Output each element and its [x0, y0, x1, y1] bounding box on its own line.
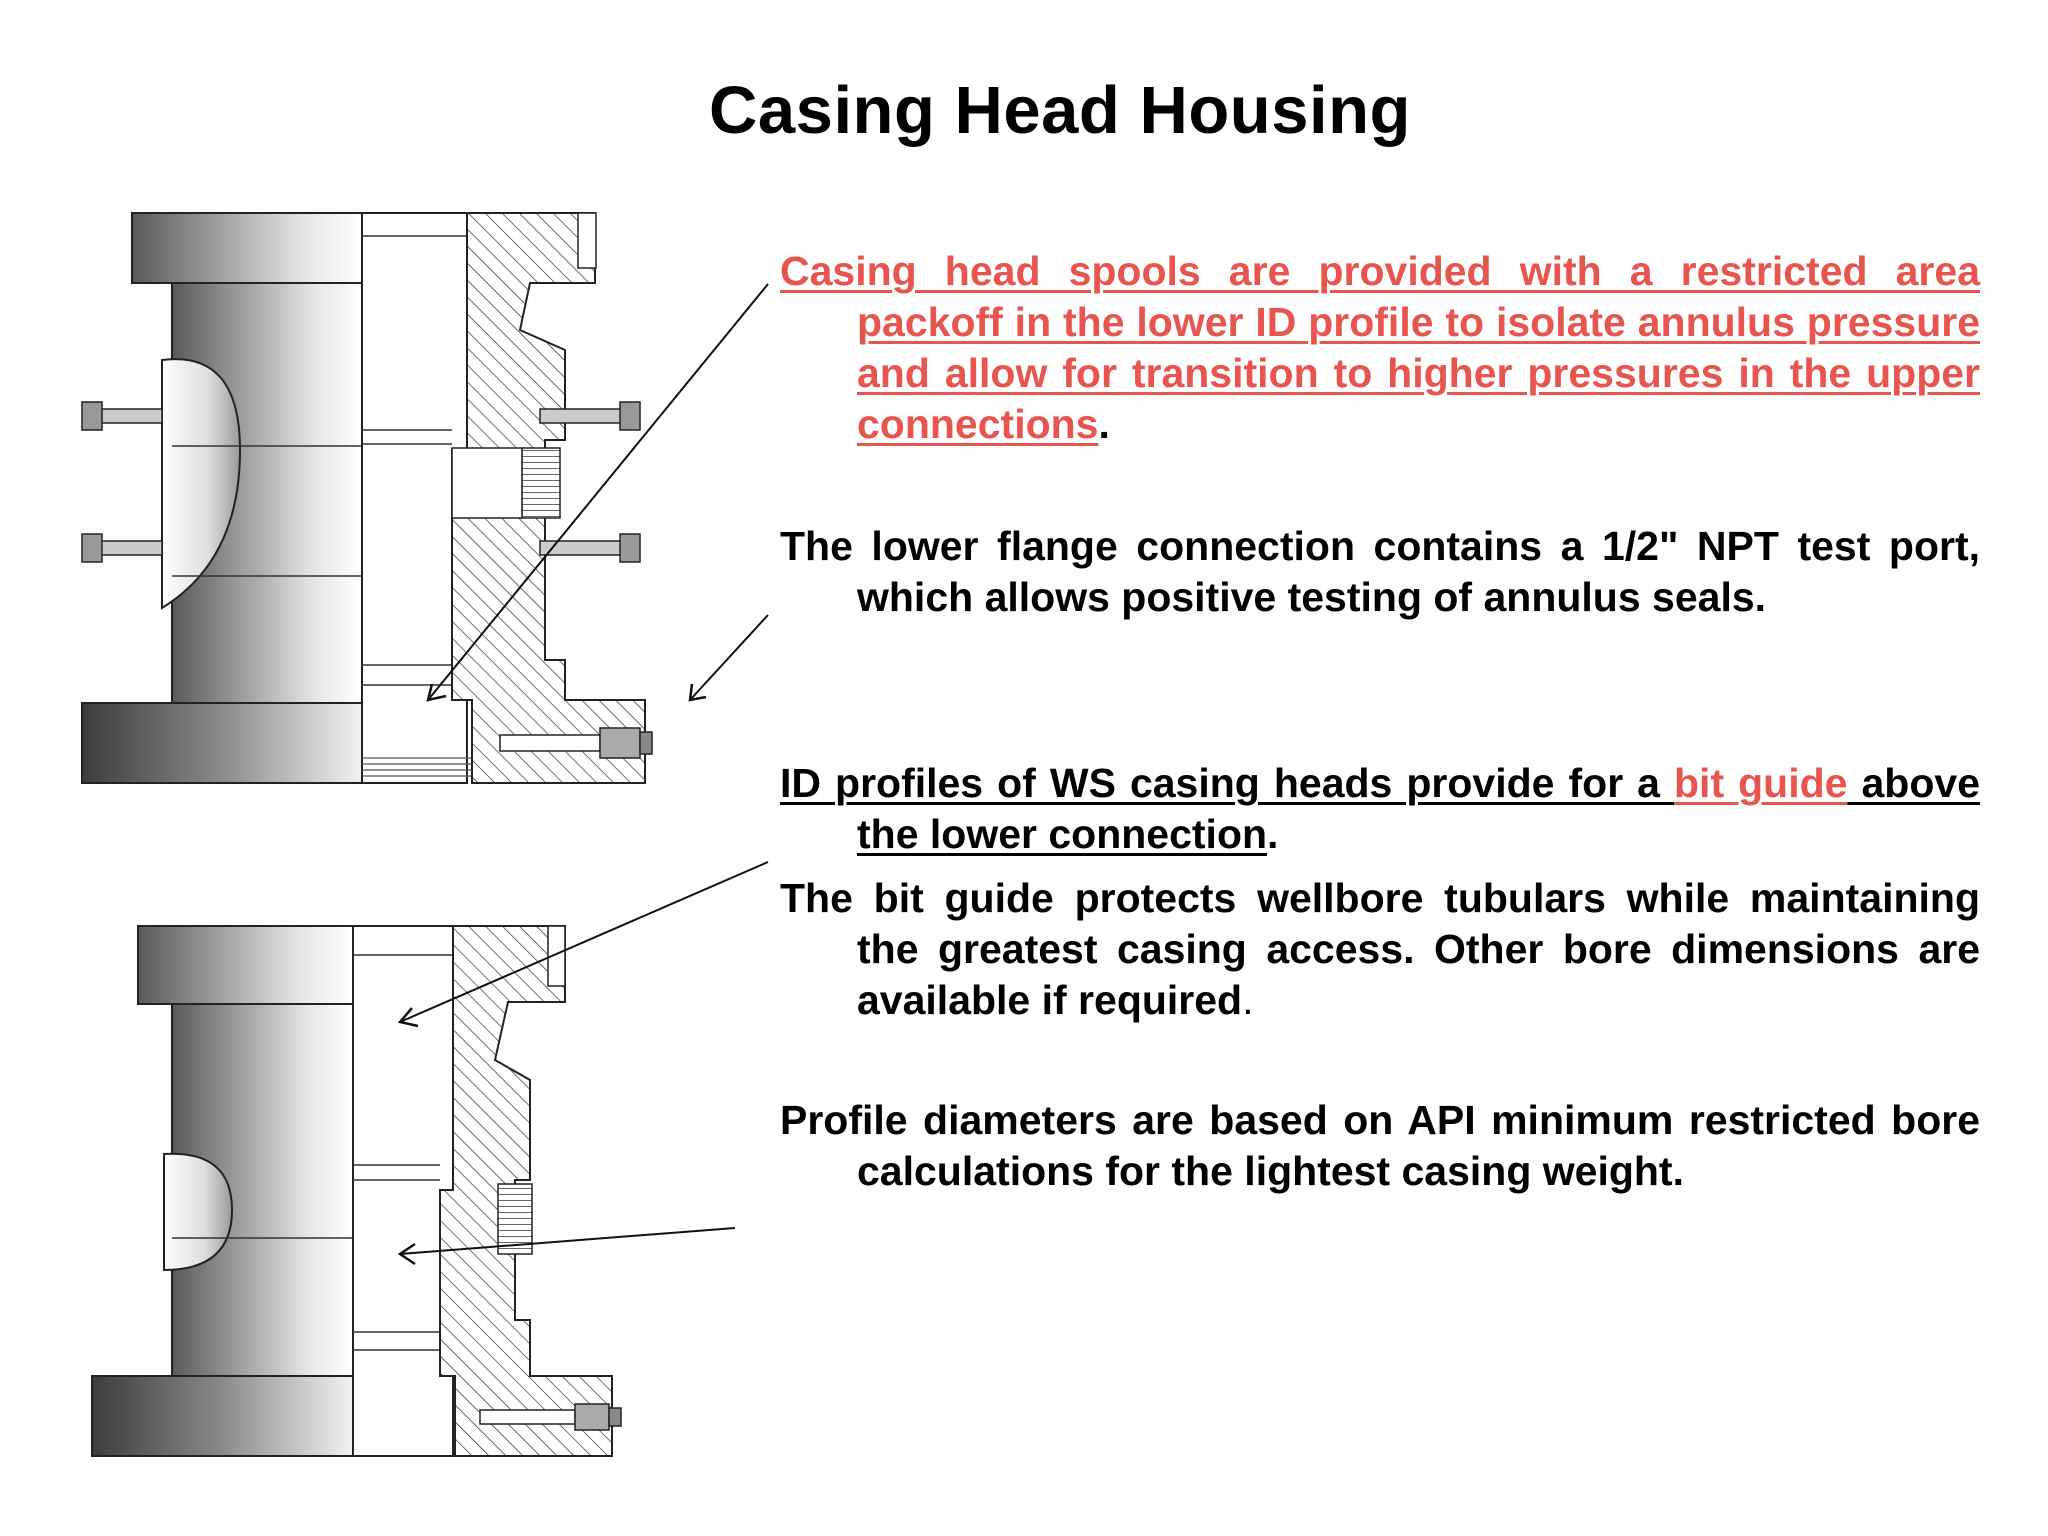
lower-housing-drawing — [91, 861, 769, 1457]
upper-housing-drawing — [81, 212, 769, 784]
bit-guide-period: . — [1242, 977, 1254, 1023]
paragraph-test-port: The lower flange connection contains a 1… — [780, 521, 1980, 623]
paragraph-packoff: Casing head spools are provided with a r… — [780, 246, 1980, 450]
id-profiles-lead: ID profiles of WS casing heads provide f… — [780, 760, 1675, 806]
packoff-period: . — [1098, 401, 1110, 447]
packoff-text: Casing head spools are provided with a r… — [780, 248, 1980, 447]
casing-head-drawing — [81, 212, 769, 1457]
id-profiles-period: . — [1267, 811, 1279, 857]
bit-guide-highlight: bit guide — [1674, 760, 1848, 806]
paragraph-profile-diameters: Profile diameters are based on API minim… — [780, 1095, 1980, 1197]
paragraph-bit-guide: The bit guide protects wellbore tubulars… — [780, 873, 1980, 1026]
id-profiles-continuation: above the lower connection — [857, 760, 1980, 857]
bit-guide-text: The bit guide protects wellbore tubulars… — [780, 875, 1980, 1023]
test-port-text: The lower flange connection contains a 1… — [780, 523, 1980, 620]
profile-diameters-text: Profile diameters are based on API minim… — [780, 1097, 1980, 1194]
slide-title: Casing Head Housing — [709, 73, 1411, 148]
paragraph-id-profiles: ID profiles of WS casing heads provide f… — [780, 758, 1980, 860]
